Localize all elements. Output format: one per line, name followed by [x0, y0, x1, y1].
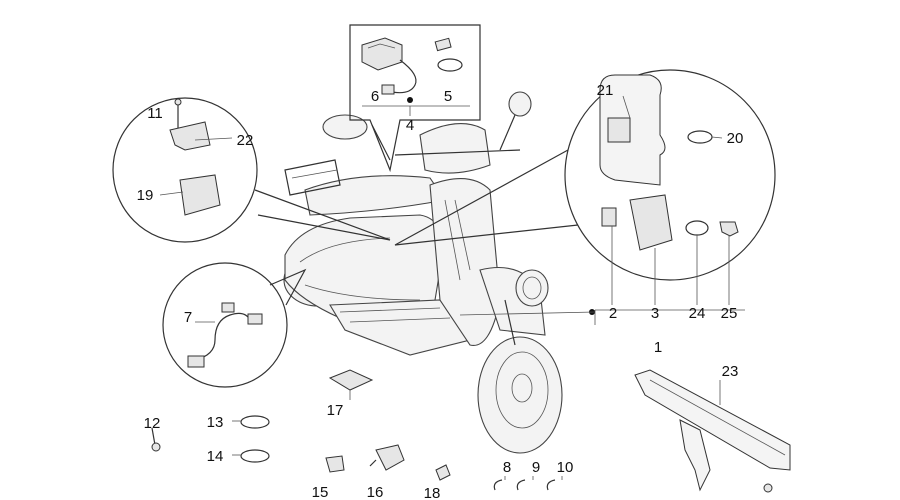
- callout-23: 23: [722, 363, 739, 380]
- bracket-19: [179, 174, 221, 216]
- elbow-25: [719, 221, 739, 237]
- callout-bubble-top: [349, 24, 481, 173]
- callout-1: 1: [654, 339, 662, 356]
- harness-7: [187, 302, 263, 368]
- cover-plate-21: [599, 74, 666, 186]
- connector-top: [434, 37, 452, 52]
- leader-1: [459, 311, 596, 316]
- callout-6: 6: [371, 88, 379, 105]
- callout-14: 14: [207, 448, 224, 465]
- grommet-18: [435, 464, 451, 481]
- ring-9: [516, 479, 526, 491]
- callout-21: 21: [597, 82, 614, 99]
- pad-17: [328, 369, 374, 391]
- callout-8: 8: [503, 459, 511, 476]
- callout-bubble-bottom-left: [162, 262, 307, 388]
- ring-8: [493, 479, 503, 491]
- callout-22: 22: [237, 132, 254, 149]
- clamp-13: [240, 415, 270, 429]
- callout-11: 11: [147, 105, 163, 122]
- callout-bubble-right: [394, 69, 776, 325]
- callout-17: 17: [327, 402, 344, 419]
- callout-18: 18: [424, 485, 441, 500]
- clamp-14: [240, 449, 270, 463]
- label-21: [607, 117, 631, 143]
- callout-10: 10: [557, 459, 574, 476]
- callout-13: 13: [207, 414, 224, 431]
- ring-10: [546, 479, 556, 491]
- bracket-11: [169, 98, 211, 151]
- fuse-2: [601, 207, 617, 227]
- callout-5: 5: [444, 88, 452, 105]
- callout-bubble-left: [112, 97, 391, 243]
- battery-tray-23: [634, 369, 791, 493]
- ecu-3: [629, 194, 673, 251]
- ring-24: [685, 220, 709, 236]
- callout-25: 25: [721, 305, 738, 322]
- clip-15: [325, 455, 345, 473]
- callout-7: 7: [184, 309, 192, 326]
- callout-2: 2: [609, 305, 617, 322]
- callout-24: 24: [689, 305, 706, 322]
- ring-5: [437, 58, 463, 72]
- callout-3: 3: [651, 305, 659, 322]
- switch-16: [375, 444, 405, 471]
- scooter-illustration: [283, 91, 563, 454]
- clip-20: [687, 130, 713, 144]
- connector-6: [381, 84, 395, 95]
- relay-part: [361, 37, 403, 71]
- callout-19: 19: [137, 187, 154, 204]
- callout-16: 16: [367, 484, 384, 500]
- callout-12: 12: [144, 415, 161, 432]
- harness-top: [391, 59, 417, 94]
- callout-9: 9: [532, 459, 540, 476]
- bolt-12: [151, 427, 161, 452]
- callout-15: 15: [312, 484, 329, 500]
- callout-20: 20: [727, 130, 744, 147]
- callout-4: 4: [406, 117, 414, 134]
